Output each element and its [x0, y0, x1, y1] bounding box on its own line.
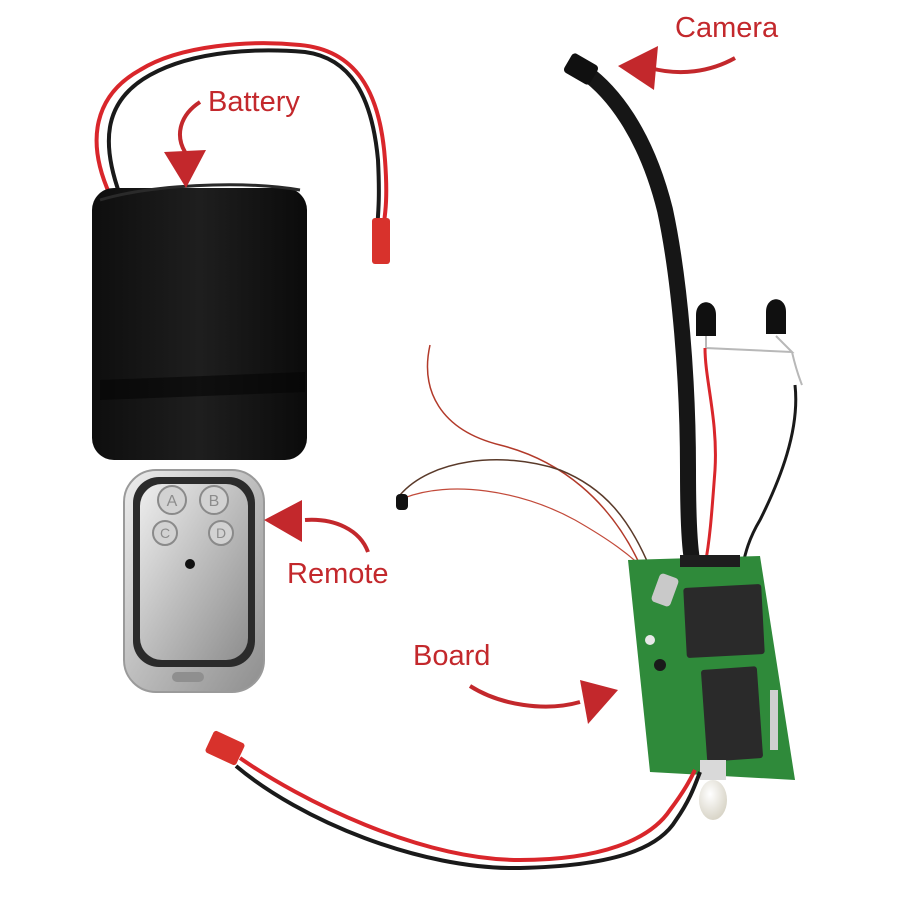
microphone — [396, 494, 408, 510]
ir-led-leads — [705, 335, 795, 354]
battery-wrap-edge — [100, 372, 305, 400]
ir-lead-red — [703, 347, 717, 566]
main-chip — [683, 584, 765, 658]
arrow-battery — [164, 100, 206, 188]
power-connector — [205, 730, 245, 766]
arrow-camera — [618, 46, 736, 90]
arrow-board — [468, 680, 618, 724]
thin-wire-3 — [403, 488, 646, 571]
annotation-arrows — [164, 46, 736, 724]
battery-wire-red — [94, 41, 389, 231]
battery-connector — [372, 218, 390, 264]
battery-pack — [92, 183, 307, 460]
thin-wires — [396, 344, 651, 571]
battery-top-fold — [99, 183, 301, 202]
small-component-2 — [654, 659, 666, 671]
battery-label: Battery — [208, 86, 300, 118]
crystal — [651, 573, 679, 607]
camera-label: Camera — [675, 12, 779, 44]
battery-wire-black — [106, 48, 381, 231]
remote-label: Remote — [287, 558, 389, 590]
remote-keyring-slot — [172, 672, 204, 682]
board-led-base — [700, 760, 726, 780]
remote-face — [140, 484, 248, 660]
camera-ribbon — [563, 53, 700, 568]
ir-leds — [696, 299, 803, 569]
remote-button-d — [208, 520, 234, 546]
power-wire-black — [234, 764, 702, 871]
power-wire-red — [238, 756, 697, 863]
thin-wire-1 — [426, 344, 641, 566]
ribbon-cable — [577, 64, 700, 568]
small-component-1 — [645, 635, 655, 645]
ir-lead-tail — [791, 351, 803, 386]
remote-button-c-label: C — [160, 525, 170, 541]
ir-led-right-bulb — [766, 299, 786, 334]
remote-button-a — [157, 485, 187, 515]
ribbon-connector — [680, 555, 740, 567]
remote-button-a-label: A — [167, 493, 178, 510]
remote-button-d-label: D — [216, 525, 226, 541]
board-label: Board — [413, 640, 491, 672]
battery-body — [92, 188, 307, 460]
remote-button-b — [199, 485, 229, 515]
key-fob-remote: A B C D — [123, 469, 265, 693]
battery-wires — [94, 41, 390, 264]
smd-row — [770, 690, 778, 750]
board-led — [699, 780, 727, 820]
remote-led-dot — [185, 559, 195, 569]
power-lead — [205, 730, 702, 871]
remote-button-c — [152, 520, 178, 546]
circuit-board — [628, 555, 795, 820]
ir-lead-black — [740, 384, 798, 569]
ir-led-left-bulb — [696, 302, 716, 336]
remote-button-b-label: B — [209, 493, 220, 510]
camera-module — [563, 53, 599, 85]
arrow-remote — [264, 500, 370, 553]
thin-wire-2 — [399, 459, 651, 569]
memory-chip — [701, 666, 763, 762]
